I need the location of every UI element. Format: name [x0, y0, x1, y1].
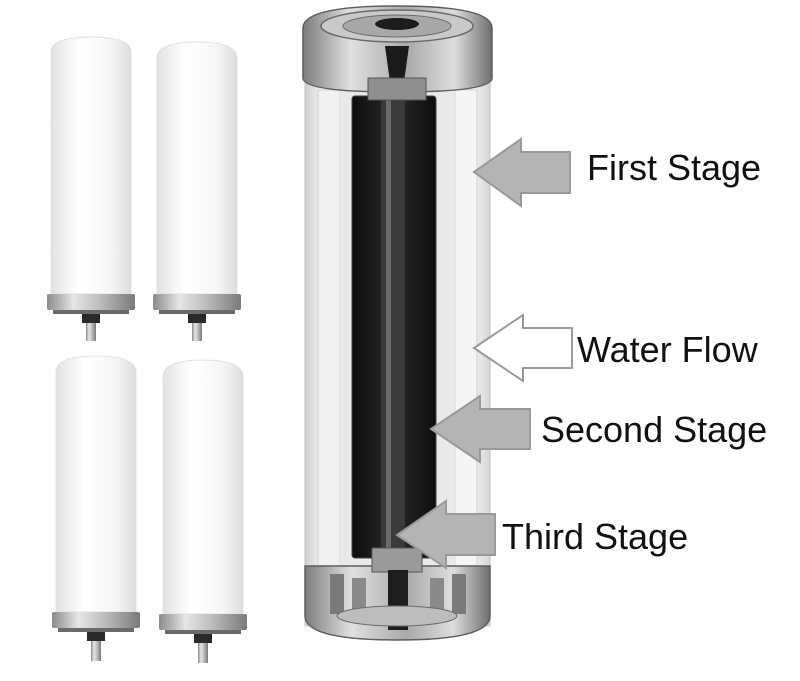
filter-cross-section	[302, 5, 493, 641]
arrow-water-flow	[472, 313, 573, 383]
arrow-third-stage	[395, 499, 496, 570]
first-stage-label: First Stage	[587, 147, 762, 188]
cartridge-bottom-right	[159, 359, 247, 663]
cartridge-bottom-left	[52, 355, 140, 661]
arrow-second-stage	[429, 394, 531, 464]
second-stage-label: Second Stage	[541, 409, 768, 450]
water-flow-label: Water Flow	[577, 329, 758, 370]
arrow-first-stage	[472, 137, 571, 208]
cartridge-top-left	[47, 36, 135, 341]
third-stage-label: Third Stage	[502, 516, 689, 557]
cartridge-top-right	[153, 41, 241, 341]
